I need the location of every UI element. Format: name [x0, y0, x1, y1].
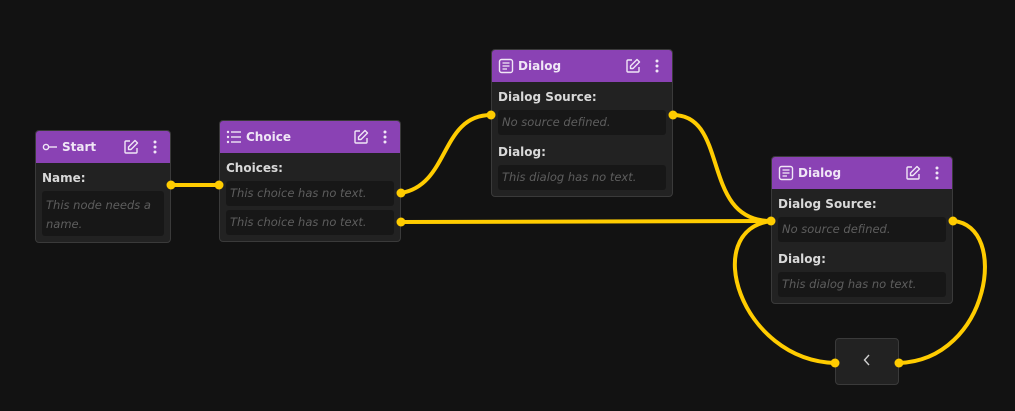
more-vertical-icon[interactable]	[648, 57, 666, 75]
dialog-source-label: Dialog Source:	[498, 90, 597, 104]
choice-node[interactable]: Choice Choices: This choice has no text.…	[219, 120, 401, 242]
start-node-header[interactable]: Start	[36, 131, 170, 163]
edit-icon[interactable]	[122, 138, 140, 156]
dialog-node-header[interactable]: Dialog	[772, 157, 952, 189]
edit-icon[interactable]	[904, 164, 922, 182]
edge-choice2-to-dialog2	[399, 219, 773, 224]
more-vertical-icon[interactable]	[928, 164, 946, 182]
chevron-left-icon	[862, 352, 872, 371]
edit-icon[interactable]	[624, 57, 642, 75]
dialog-source-label: Dialog Source:	[778, 197, 877, 211]
back-node[interactable]	[835, 338, 899, 385]
edit-icon[interactable]	[352, 128, 370, 146]
node-title: Dialog	[798, 166, 842, 180]
choice-field[interactable]: This choice has no text.	[226, 181, 394, 206]
choice-node-header[interactable]: Choice	[220, 121, 400, 153]
dialog-node[interactable]: Dialog Dialog Source: No source defined.…	[491, 49, 673, 197]
list-icon	[226, 129, 242, 145]
dialog-text-field[interactable]: This dialog has no text.	[498, 165, 666, 190]
node-title: Start	[62, 140, 97, 154]
dialog-label: Dialog:	[498, 145, 546, 159]
choices-label: Choices:	[226, 161, 283, 175]
document-icon	[778, 165, 794, 181]
start-node[interactable]: Start Name: This node needs a name.	[35, 130, 171, 243]
key-icon	[42, 139, 58, 155]
more-vertical-icon[interactable]	[146, 138, 164, 156]
node-title: Choice	[246, 130, 291, 144]
dialog-node-header[interactable]: Dialog	[492, 50, 672, 82]
more-vertical-icon[interactable]	[376, 128, 394, 146]
dialog-text-field[interactable]: This dialog has no text.	[778, 272, 946, 297]
dialog-node[interactable]: Dialog Dialog Source: No source defined.…	[771, 156, 953, 304]
dialog-source-field[interactable]: No source defined.	[498, 110, 666, 135]
edge-dialog1-to-dialog2	[671, 113, 773, 223]
dialog-label: Dialog:	[778, 252, 826, 266]
choice-field[interactable]: This choice has no text.	[226, 210, 394, 235]
name-field[interactable]: This node needs a name.	[42, 191, 164, 236]
node-title: Dialog	[518, 59, 562, 73]
document-icon	[498, 58, 514, 74]
edge-choice1-to-dialog1	[399, 113, 493, 195]
dialog-source-field[interactable]: No source defined.	[778, 217, 946, 242]
name-label: Name:	[42, 171, 86, 185]
